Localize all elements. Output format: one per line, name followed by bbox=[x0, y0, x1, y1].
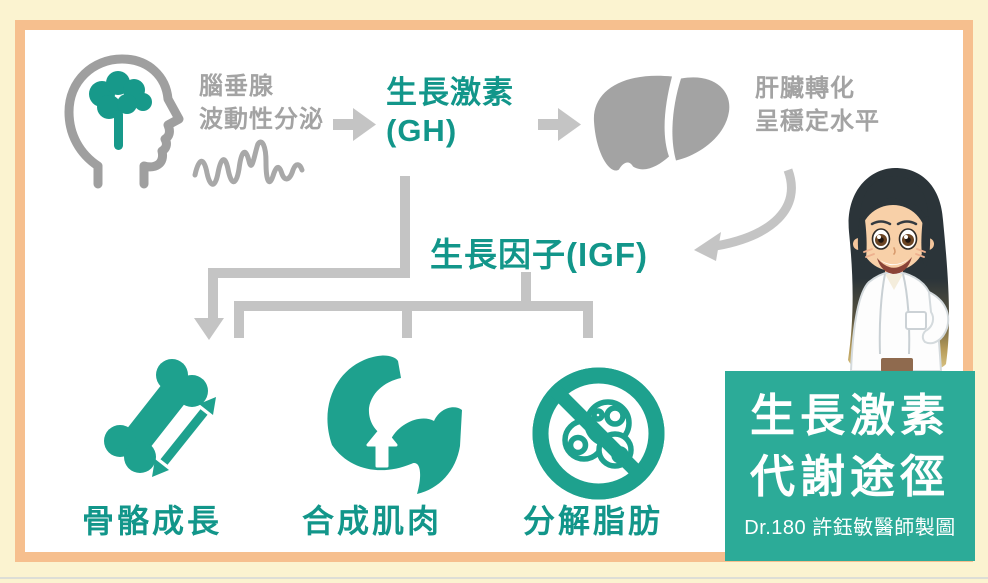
igf-label: 生長因子(IGF) bbox=[430, 236, 648, 273]
title-credit: Dr.180 許鈺敏醫師製圖 bbox=[744, 517, 956, 539]
liver-label: 肝臟轉化 呈穩定水平 bbox=[755, 72, 880, 138]
pulse-wave-icon bbox=[192, 139, 305, 187]
title-box: 生長激素 代謝途徑 Dr.180 許鈺敏醫師製圖 bbox=[725, 371, 975, 561]
outcome-label-bone: 骨骼成長 bbox=[82, 503, 223, 539]
title-line2: 代謝途徑 bbox=[749, 451, 950, 502]
gh-label-line1: 生長激素 bbox=[386, 75, 514, 110]
gh-label-line2: (GH) bbox=[386, 113, 458, 148]
pituitary-label: 腦垂腺 波動性分泌 bbox=[199, 70, 324, 136]
pituitary-label-line1: 腦垂腺 bbox=[199, 73, 274, 100]
gh-label: 生長激素 (GH) bbox=[386, 74, 514, 150]
bone-growth-icon bbox=[104, 359, 216, 477]
liver-label-line2: 呈穩定水平 bbox=[755, 108, 880, 135]
liver-icon bbox=[593, 75, 730, 171]
liver-label-line1: 肝臟轉化 bbox=[755, 75, 855, 102]
no-fat-icon bbox=[532, 367, 665, 500]
pituitary-label-line2: 波動性分泌 bbox=[199, 106, 324, 133]
title-line1: 生長激素 bbox=[749, 390, 950, 441]
head-brain-icon bbox=[64, 54, 184, 189]
bottom-hairline bbox=[0, 577, 988, 579]
outcome-label-fat: 分解脂肪 bbox=[523, 503, 664, 539]
doctor-mascot bbox=[848, 168, 950, 372]
outcome-label-muscle: 合成肌肉 bbox=[302, 503, 443, 539]
muscle-build-icon bbox=[327, 355, 462, 494]
